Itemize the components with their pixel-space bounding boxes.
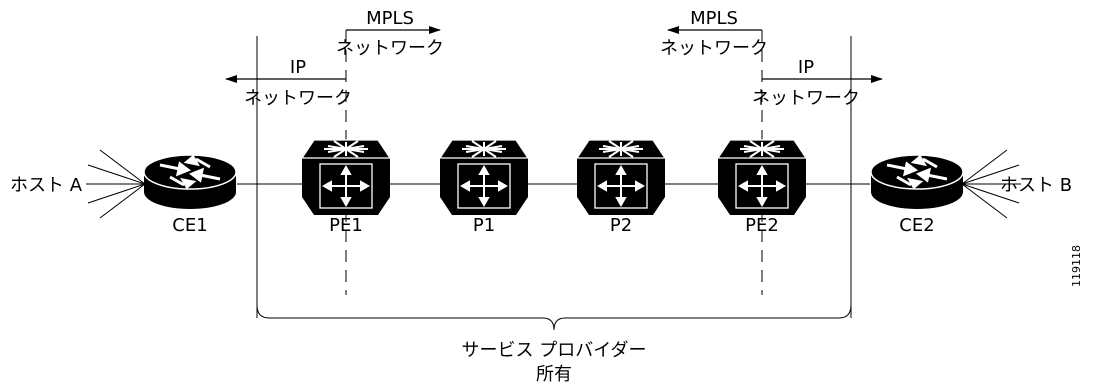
mpls-title-right: MPLS <box>690 8 738 29</box>
ip-title-left: IP <box>290 57 306 78</box>
pe1-label: PE1 <box>329 215 363 236</box>
p1-label: P1 <box>473 215 495 236</box>
p2-label: P2 <box>610 215 632 236</box>
ce2-label: CE2 <box>899 215 934 236</box>
p2-switch <box>575 139 667 215</box>
ip-network-right: ネットワーク <box>752 88 860 109</box>
pe2-label: PE2 <box>745 215 779 236</box>
host-b-label: ホスト B <box>1000 175 1072 196</box>
provider-ownership-label: 所有 <box>536 364 572 385</box>
p1-switch <box>438 139 530 215</box>
provider-label: サービス プロバイダー <box>461 340 646 361</box>
pe2-switch <box>716 139 808 215</box>
mpls-network-left: ネットワーク <box>336 38 444 59</box>
host-a-links <box>86 149 146 219</box>
provider-brace <box>256 304 852 331</box>
host-a-label: ホスト A <box>10 175 83 196</box>
mpls-title-left: MPLS <box>366 8 414 29</box>
ip-title-right: IP <box>798 57 814 78</box>
pe1-switch <box>300 139 392 215</box>
ip-network-left: ネットワーク <box>244 88 352 109</box>
figure-id: 119118 <box>1070 245 1083 287</box>
ce1-router <box>143 154 237 209</box>
host-b-links <box>961 149 1021 219</box>
ce1-label: CE1 <box>172 215 207 236</box>
ce2-router <box>870 154 964 209</box>
mpls-network-right: ネットワーク <box>660 38 768 59</box>
